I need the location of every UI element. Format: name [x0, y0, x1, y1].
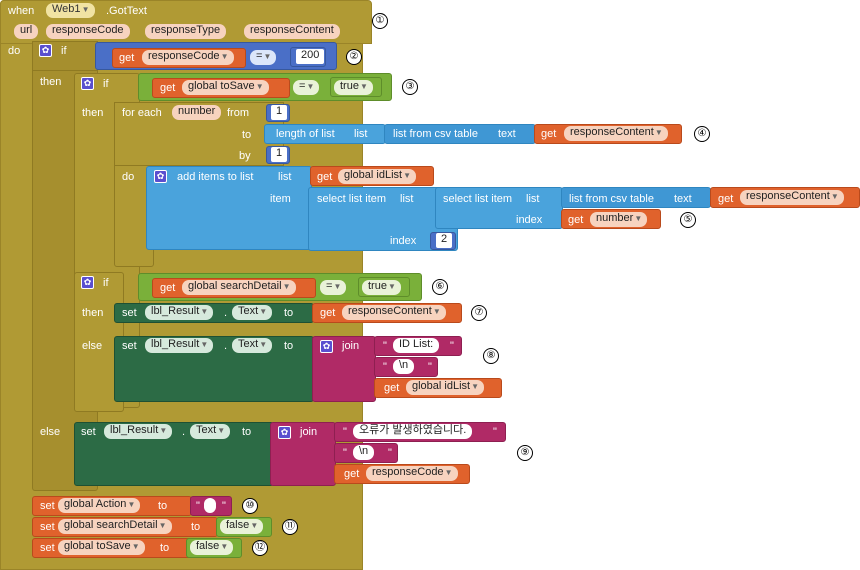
number-from[interactable]: 1 — [271, 105, 288, 120]
loop-var-number[interactable]: number — [172, 105, 222, 120]
var-dropdown[interactable]: number▼ — [590, 212, 648, 227]
text-value[interactable] — [204, 498, 216, 513]
chevron-down-icon: ▼ — [81, 5, 90, 14]
marker-10: ⑩ — [242, 498, 258, 514]
var-dropdown[interactable]: global Action▼ — [58, 498, 141, 513]
chevron-down-icon: ▼ — [131, 542, 140, 551]
chevron-down-icon: ▼ — [259, 307, 268, 316]
then-label: then — [40, 76, 62, 88]
add-items-to-list-block[interactable] — [146, 166, 312, 250]
number-200[interactable]: 200 — [296, 49, 325, 64]
chevron-down-icon: ▼ — [388, 282, 396, 291]
param-responsetype[interactable]: responseType — [145, 24, 227, 39]
text-value[interactable]: ID List: — [393, 338, 440, 353]
do-label: do — [8, 45, 21, 57]
chevron-down-icon: ▼ — [158, 521, 167, 530]
gear-icon[interactable]: ✿ — [154, 170, 167, 183]
marker-6: ⑥ — [432, 279, 448, 295]
chevron-down-icon: ▼ — [127, 500, 136, 509]
chevron-down-icon: ▼ — [306, 82, 315, 91]
param-url[interactable]: url — [14, 24, 39, 39]
var-dropdown[interactable]: responseCode▼ — [142, 50, 234, 65]
var-dropdown[interactable]: global toSave▼ — [182, 80, 269, 95]
property-dropdown[interactable]: Text▼ — [232, 305, 273, 320]
chevron-down-icon: ▼ — [159, 426, 168, 435]
text-value[interactable]: \n — [353, 445, 375, 460]
property-dropdown[interactable]: Text▼ — [190, 424, 231, 439]
chevron-down-icon: ▼ — [654, 128, 663, 137]
component-dropdown[interactable]: lbl_Result▼ — [145, 305, 214, 320]
chevron-down-icon: ▼ — [263, 52, 272, 61]
chevron-down-icon: ▼ — [217, 426, 226, 435]
var-dropdown[interactable]: responseContent▼ — [564, 126, 668, 141]
event-name: .GotText — [106, 5, 147, 17]
chevron-down-icon: ▼ — [830, 192, 839, 201]
var-dropdown[interactable]: global searchDetail▼ — [182, 280, 296, 295]
marker-5: ⑤ — [680, 212, 696, 228]
when-label: when — [8, 5, 35, 17]
marker-7: ⑦ — [471, 305, 487, 321]
bool-dropdown[interactable]: true▼ — [334, 80, 373, 95]
chevron-down-icon: ▼ — [432, 307, 441, 316]
var-dropdown[interactable]: global idList▼ — [406, 380, 485, 395]
gear-icon[interactable]: ✿ — [320, 340, 333, 353]
if-label: if — [61, 45, 67, 57]
marker-12: ⑫ — [252, 540, 268, 556]
select-list-item-inner[interactable] — [435, 187, 563, 229]
chevron-down-icon: ▼ — [220, 52, 229, 61]
text-value[interactable]: \n — [393, 359, 415, 374]
bool-dropdown[interactable]: false▼ — [220, 519, 264, 534]
chevron-down-icon: ▼ — [255, 82, 264, 91]
operator-dropdown[interactable]: =▼ — [250, 50, 277, 65]
param-responsecode[interactable]: responseCode — [46, 24, 130, 39]
operator-dropdown[interactable]: =▼ — [320, 280, 347, 295]
chevron-down-icon: ▼ — [250, 521, 259, 530]
marker-8: ⑧ — [483, 348, 499, 364]
param-responsecontent[interactable]: responseContent — [244, 24, 340, 39]
var-dropdown[interactable]: global idList▼ — [338, 169, 417, 184]
chevron-down-icon: ▼ — [220, 542, 229, 551]
bool-dropdown[interactable]: false▼ — [190, 540, 234, 555]
gear-icon[interactable]: ✿ — [39, 44, 52, 57]
gear-icon[interactable]: ✿ — [81, 276, 94, 289]
operator-dropdown[interactable]: =▼ — [293, 80, 320, 95]
var-dropdown[interactable]: responseContent▼ — [740, 190, 844, 205]
chevron-down-icon: ▼ — [444, 468, 453, 477]
property-dropdown[interactable]: Text▼ — [232, 338, 273, 353]
component-dropdown[interactable]: Web1▼ — [46, 3, 95, 18]
marker-4: ④ — [694, 126, 710, 142]
number-by[interactable]: 1 — [271, 147, 288, 162]
var-dropdown[interactable]: global searchDetail▼ — [58, 519, 172, 534]
marker-2: ② — [346, 49, 362, 65]
chevron-down-icon: ▼ — [259, 340, 268, 349]
gear-icon[interactable]: ✿ — [81, 77, 94, 90]
else-label: else — [40, 426, 61, 438]
chevron-down-icon: ▼ — [282, 282, 291, 291]
bool-dropdown[interactable]: true▼ — [362, 280, 401, 295]
marker-11: ⑪ — [282, 519, 298, 535]
marker-1: ① — [372, 13, 388, 29]
chevron-down-icon: ▼ — [200, 307, 209, 316]
chevron-down-icon: ▼ — [634, 214, 643, 223]
component-dropdown[interactable]: lbl_Result▼ — [145, 338, 214, 353]
marker-3: ③ — [402, 79, 418, 95]
text-value[interactable]: 오류가 발생하였습니다. — [353, 424, 473, 439]
chevron-down-icon: ▼ — [333, 282, 342, 291]
number-index-2[interactable]: 2 — [436, 233, 453, 248]
gear-icon[interactable]: ✿ — [278, 426, 291, 439]
var-dropdown[interactable]: responseCode▼ — [366, 466, 458, 481]
chevron-down-icon: ▼ — [360, 82, 368, 91]
marker-9: ⑨ — [517, 445, 533, 461]
chevron-down-icon: ▼ — [200, 340, 209, 349]
var-dropdown[interactable]: global toSave▼ — [58, 540, 145, 555]
component-dropdown[interactable]: lbl_Result▼ — [104, 424, 173, 439]
chevron-down-icon: ▼ — [403, 171, 412, 180]
chevron-down-icon: ▼ — [471, 382, 480, 391]
var-dropdown[interactable]: responseContent▼ — [342, 305, 446, 320]
